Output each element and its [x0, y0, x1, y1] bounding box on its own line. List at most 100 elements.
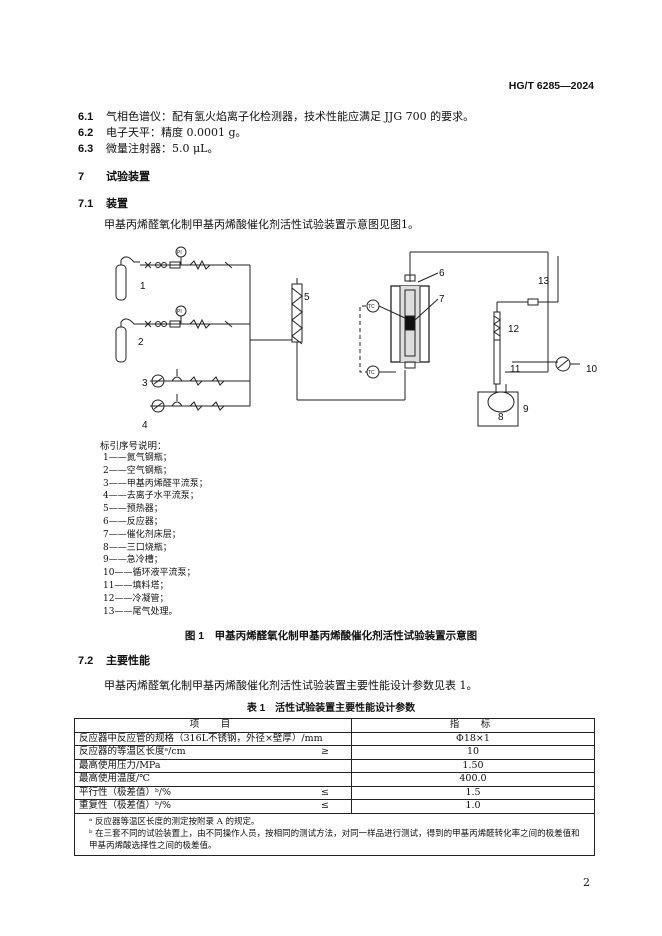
tc-label-2: TC [368, 370, 375, 376]
section-number: 7.2 [78, 655, 94, 667]
standard-number: HG/T 6285—2024 [508, 80, 594, 92]
row-item: 平行性（极差值）ᵇ/% ≤ [74, 785, 352, 800]
circulation-pump-icon [555, 356, 571, 372]
row-value: 400.0 [351, 772, 595, 787]
label-11: 11 [510, 364, 521, 375]
table-note-a: ᵃ 反应器等温区长度的测定按附录 A 的规定。 [89, 816, 260, 827]
legend-item: 11——填料塔； [103, 580, 169, 591]
label-3: 3 [142, 378, 148, 389]
pressure-gauge-2-icon [175, 305, 187, 324]
pump-4-icon [151, 399, 165, 413]
section-7-1-paragraph: 甲基丙烯醛氧化制甲基丙烯酸催化剂活性试验装置示意图见图1。 [104, 218, 419, 231]
tc-label-1: TC [368, 304, 375, 310]
row-symbol: ≤ [321, 800, 329, 812]
label-7: 7 [439, 294, 445, 305]
row-item-label: 重复性（极差值）ᵇ/% [79, 800, 172, 812]
legend-item: 7——催化剂床层； [103, 529, 181, 540]
row-item: 反应器的等温区长度ᵃ/cm ≥ [74, 745, 352, 760]
row-item-label: 最高使用压力/MPa [79, 759, 161, 771]
label-9: 9 [523, 404, 529, 415]
row-item-label: 平行性（极差值）ᵇ/% [79, 786, 172, 798]
legend-item: 2——空气钢瓶； [103, 465, 172, 476]
section-7-2-heading: 7.2 主要性能 [78, 652, 150, 668]
item-6-3: 6.3 微量注射器：5.0 μL。 [78, 140, 218, 156]
row-value: 10 [351, 745, 595, 760]
row-item-label: 最高使用温度/℃ [79, 773, 150, 785]
label-4: 4 [142, 420, 148, 431]
three-neck-flask-icon [487, 384, 515, 413]
row-value: Φ18×1 [351, 731, 595, 746]
table-notes-row: ᵃ 反应器等温区长度的测定按附录 A 的规定。 ᵇ 在三套不同的试验装置上，由不… [74, 812, 595, 856]
label-1: 1 [140, 281, 146, 292]
row-symbol: ≥ [321, 746, 329, 758]
item-text: 电子天平：精度 0.0001 g。 [106, 126, 247, 139]
label-5: 5 [304, 292, 310, 303]
section-number: 7.1 [78, 198, 94, 210]
page-number: 2 [583, 876, 590, 889]
pump-3-icon [151, 374, 165, 388]
table-note-b: ᵇ 在三套不同的试验装置上，由不同操作人员，按相同的测试方法，对同一样品进行测试… [89, 828, 580, 851]
thermocouple-top-icon [366, 299, 406, 319]
table-row: 重复性（极差值）ᵇ/% ≤ 1.0 [74, 799, 595, 814]
item-text: 微量注射器：5.0 μL。 [106, 142, 219, 155]
label-13: 13 [538, 276, 550, 287]
row-item: 重复性（极差值）ᵇ/% ≤ [74, 799, 352, 814]
item-6-1: 6.1 气相色谱仪：配有氢火焰离子化检测器，技术性能应满足 JJG 700 的要求… [78, 108, 474, 124]
reactor-icon [390, 252, 430, 369]
item-number: 6.2 [78, 127, 94, 139]
pi-label-1: PI [177, 250, 182, 256]
label-10: 10 [586, 364, 598, 375]
legend-item: 5——预热器； [103, 504, 163, 515]
legend-item: 9——急冷槽； [103, 555, 163, 566]
header-item: 项 目 [74, 718, 352, 733]
label-2: 2 [138, 337, 144, 348]
pressure-gauge-1-icon [175, 246, 187, 265]
item-6-2: 6.2 电子天平：精度 0.0001 g。 [78, 124, 247, 140]
row-item-label: 反应器的等温区长度ᵃ/cm [79, 746, 186, 758]
table-row: 最高使用压力/MPa 1.50 [74, 758, 595, 773]
label-12: 12 [508, 324, 520, 335]
legend-item: 6——反应器； [103, 516, 163, 527]
legend-item: 3——甲基丙烯醛平流泵； [103, 478, 208, 489]
section-title: 试验装置 [106, 171, 150, 183]
legend-item: 1——氮气钢瓶； [103, 453, 172, 463]
table-row: 反应器中反应管的规格（316L不锈钢，外径×壁厚）/mm Φ18×1 [74, 731, 595, 746]
item-text: 气相色谱仪：配有氢火焰离子化检测器，技术性能应满足 JJG 700 的要求。 [106, 110, 475, 123]
section-7-heading: 7 试验装置 [78, 168, 150, 184]
air-cylinder-icon [115, 318, 140, 363]
packed-column-icon [493, 339, 501, 385]
apparatus-diagram: 1 2 3 4 5 6 7 8 9 10 11 12 13 PI PI TC T… [115, 246, 598, 431]
item-number: 6.1 [78, 111, 94, 123]
label-6: 6 [439, 268, 445, 279]
legend-item: 4——去离子水平流泵； [103, 491, 199, 502]
table-row: 最高使用温度/℃ 400.0 [74, 772, 595, 787]
legend-list: 1——氮气钢瓶； 2——空气钢瓶； 3——甲基丙烯醛平流泵； 4——去离子水平流… [103, 452, 208, 618]
row-item: 反应器中反应管的规格（316L不锈钢，外径×壁厚）/mm [74, 731, 352, 746]
legend-item: 12——冷凝管； [103, 593, 169, 604]
table-caption: 表 1 活性试验装置主要性能设计参数 [246, 703, 416, 714]
section-number: 7 [78, 171, 85, 183]
section-7-2-paragraph: 甲基丙烯醛氧化制甲基丙烯酸催化剂活性试验装置主要性能设计参数见表 1。 [104, 679, 478, 692]
nitrogen-cylinder-icon [115, 256, 140, 301]
section-title: 装置 [106, 198, 128, 210]
legend-item: 10——循环液平流泵； [103, 568, 196, 579]
table-header-row: 项 目 指 标 [74, 718, 595, 733]
pi-label-2: PI [177, 309, 182, 315]
table-row: 反应器的等温区长度ᵃ/cm ≥ 10 [74, 745, 595, 760]
table-row: 平行性（极差值）ᵇ/% ≤ 1.5 [74, 785, 595, 800]
row-item: 最高使用温度/℃ [74, 772, 352, 787]
legend-item: 8——三口烧瓶； [103, 542, 172, 553]
header-value: 指 标 [351, 718, 595, 733]
table-notes: ᵃ 反应器等温区长度的测定按附录 A 的规定。 ᵇ 在三套不同的试验装置上，由不… [74, 812, 595, 856]
row-value: 1.5 [351, 785, 595, 800]
legend-item: 13——尾气处理。 [103, 606, 178, 617]
performance-table: 项 目 指 标 反应器中反应管的规格（316L不锈钢，外径×壁厚）/mm Φ18… [74, 718, 595, 856]
row-value: 1.50 [351, 758, 595, 773]
item-number: 6.3 [78, 143, 94, 155]
preheater-icon [291, 278, 303, 345]
section-title: 主要性能 [106, 655, 150, 667]
legend-title: 标引序号说明： [100, 441, 167, 452]
row-symbol: ≤ [321, 786, 329, 798]
catalyst-bed-icon [404, 315, 416, 331]
row-value: 1.0 [351, 799, 595, 814]
